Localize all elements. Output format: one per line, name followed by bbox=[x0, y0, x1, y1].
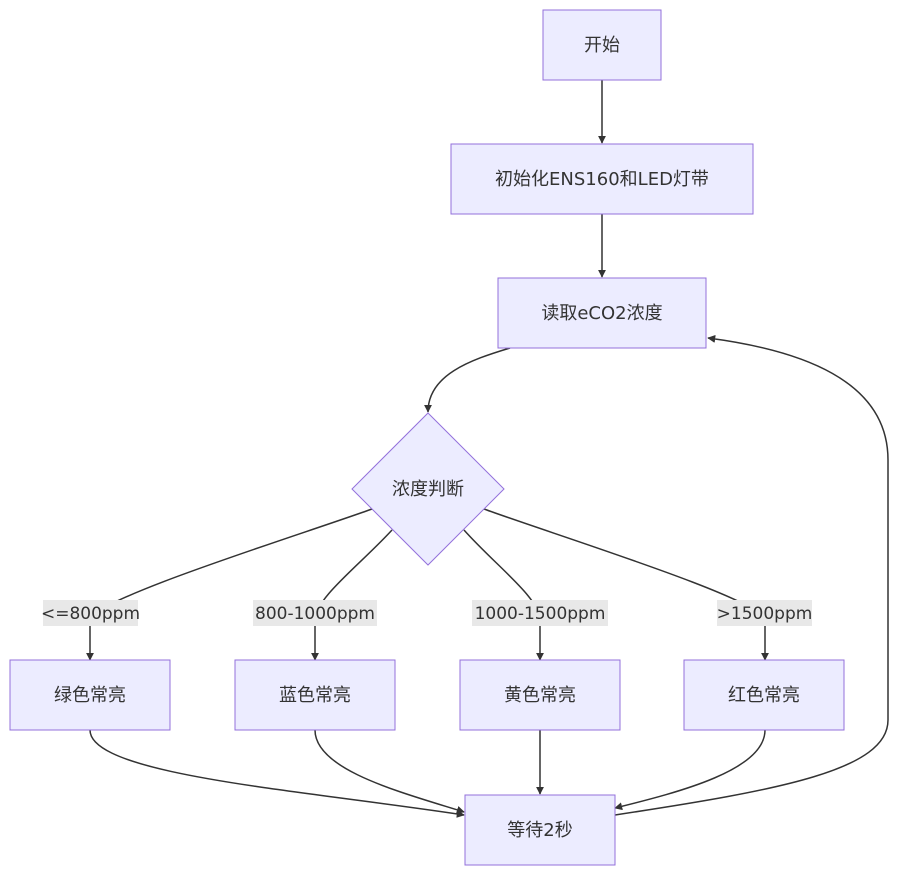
svg-text:<=800ppm: <=800ppm bbox=[41, 604, 140, 624]
edges bbox=[86, 80, 889, 818]
edge-blue-wait bbox=[314, 729, 465, 814]
edge-green-wait bbox=[89, 729, 465, 818]
edge-read-decision bbox=[424, 347, 511, 413]
edge-wait-read-loop bbox=[614, 334, 889, 816]
edge-labels: <=800ppm 800-1000ppm 1000-1500ppm >1500p… bbox=[41, 600, 812, 626]
svg-text:1000-1500ppm: 1000-1500ppm bbox=[475, 604, 606, 624]
edge-label-green: <=800ppm bbox=[41, 600, 140, 626]
edge-decision-blue bbox=[311, 529, 393, 661]
node-yellow[interactable]: 黄色常亮 bbox=[459, 659, 621, 731]
edge-decision-green bbox=[86, 508, 373, 661]
node-init[interactable]: 初始化ENS160和LED灯带 bbox=[450, 143, 754, 215]
svg-text:浓度判断: 浓度判断 bbox=[392, 479, 464, 500]
edge-decision-yellow bbox=[463, 529, 544, 661]
edge-label-red: >1500ppm bbox=[717, 600, 813, 626]
svg-text:800-1000ppm: 800-1000ppm bbox=[255, 604, 375, 624]
nodes: 开始 初始化ENS160和LED灯带 读取eCO2浓度 浓度判断 绿色常亮 蓝色… bbox=[9, 9, 845, 866]
node-wait[interactable]: 等待2秒 bbox=[464, 794, 616, 866]
node-read[interactable]: 读取eCO2浓度 bbox=[497, 277, 707, 349]
svg-text:蓝色常亮: 蓝色常亮 bbox=[279, 685, 351, 706]
edge-decision-red bbox=[483, 508, 769, 661]
svg-text:读取eCO2浓度: 读取eCO2浓度 bbox=[541, 303, 662, 324]
svg-text:开始: 开始 bbox=[584, 35, 620, 56]
svg-text:初始化ENS160和LED灯带: 初始化ENS160和LED灯带 bbox=[495, 169, 709, 190]
node-green[interactable]: 绿色常亮 bbox=[9, 659, 171, 731]
edge-red-wait bbox=[614, 729, 766, 811]
svg-text:绿色常亮: 绿色常亮 bbox=[54, 685, 126, 706]
node-blue[interactable]: 蓝色常亮 bbox=[234, 659, 396, 731]
node-red[interactable]: 红色常亮 bbox=[683, 659, 845, 731]
edge-label-yellow: 1000-1500ppm bbox=[472, 600, 608, 626]
svg-text:黄色常亮: 黄色常亮 bbox=[504, 685, 576, 706]
edge-label-blue: 800-1000ppm bbox=[253, 600, 377, 626]
node-start[interactable]: 开始 bbox=[542, 9, 662, 81]
svg-text:等待2秒: 等待2秒 bbox=[507, 820, 572, 841]
node-decision[interactable]: 浓度判断 bbox=[351, 412, 505, 566]
svg-text:红色常亮: 红色常亮 bbox=[728, 685, 800, 706]
svg-text:>1500ppm: >1500ppm bbox=[717, 604, 813, 624]
